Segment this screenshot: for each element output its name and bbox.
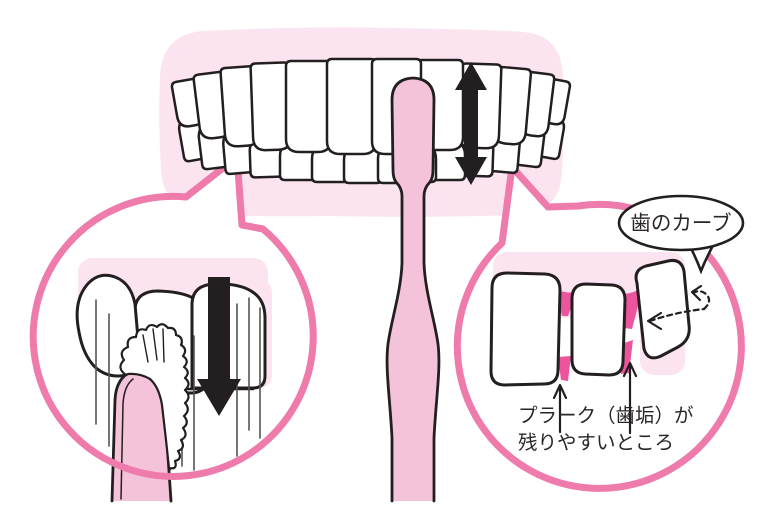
upper-teeth-row [170,57,572,156]
right-circle-content: プラーク（歯垢）が 残りやすいところ [489,252,711,454]
up-down-arrow-icon [455,62,487,185]
bristle-lines [142,328,165,363]
magnifier-circle-right: プラーク（歯垢）が 残りやすいところ [453,163,745,492]
magnifier-circle-left [29,153,317,503]
toothbrush [385,76,441,503]
speech-bubble-label: 歯のカーブ [630,211,731,235]
front-tooth-1 [489,271,562,387]
down-arrow-icon [197,277,241,416]
left-circle-tail-fill [186,157,263,229]
brush-ridge-line [120,378,134,500]
speech-bubble: 歯のカーブ [617,194,745,275]
tooth-upper [284,59,333,154]
front-tooth-2 [570,282,627,377]
tooth-upper [325,57,378,156]
up-arrow-icon [552,383,568,434]
left-circle-content [75,258,272,503]
plaque-caption-line1: プラーク（歯垢）が [518,405,694,427]
dashed-arrow-head-top [690,284,703,302]
bristles [119,323,190,470]
right-circle-tail-fill [502,167,578,243]
speech-bubble-body [617,194,745,252]
plaque-caption-line2: 残りやすいところ [518,432,674,454]
dashed-curve-arrow-icon [648,307,706,323]
dashed-arrow-head-left [646,311,663,331]
left-circle-border [29,153,317,480]
plaque-highlight [558,356,571,381]
up-arrow-icon [622,361,638,435]
dashed-arrow-hook [691,290,711,311]
curved-tooth-3 [634,259,691,360]
